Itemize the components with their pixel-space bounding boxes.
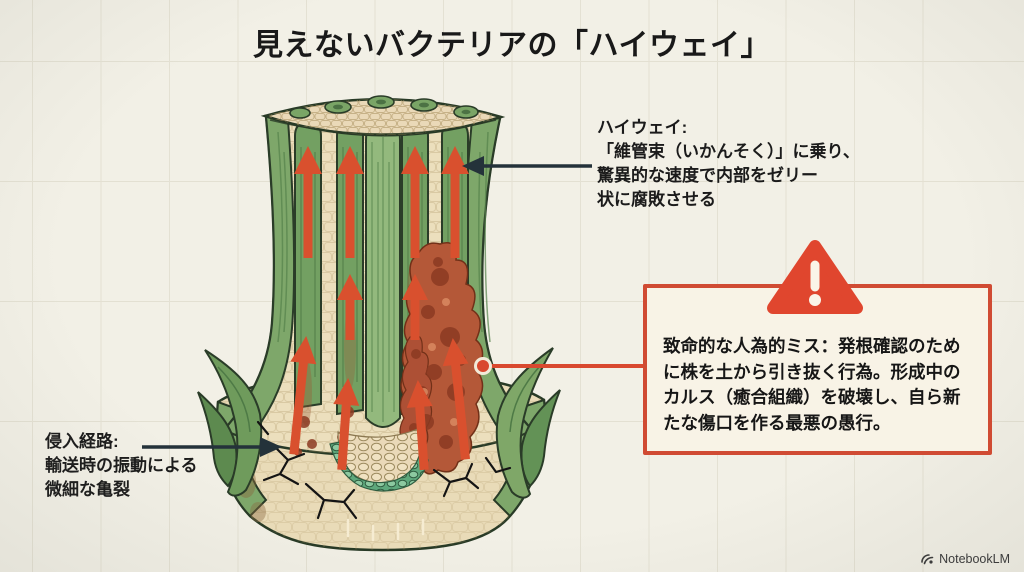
annotation-highway-heading: ハイウェイ: — [597, 118, 688, 137]
warning-text: 致命的な人為的ミス：発根確認のために株を土から引き抜く行為。形成中のカルス（癒合… — [663, 336, 961, 433]
annotation-entry-line: 微細な亀裂 — [45, 480, 130, 499]
footer-brand-label: NotebookLM — [939, 551, 1010, 566]
annotation-entry-heading: 侵入経路: — [45, 432, 119, 451]
cut-surface — [260, 95, 506, 137]
leaf-sheaths — [197, 347, 561, 499]
annotation-highway: ハイウェイ: 「維管束（いかんそく）」に乗り、 驚異的な速度で内部をゼリー 状に… — [597, 116, 860, 212]
notebooklm-logo-icon — [921, 554, 934, 565]
bacteria-flow-arrows — [289, 146, 471, 471]
annotation-highway-line: 驚異的な速度で内部をゼリー — [597, 166, 818, 185]
page-title: 見えないバクテリアの「ハイウェイ」 — [253, 29, 771, 62]
warning-triangle-icon — [767, 240, 863, 314]
annotation-entry-line: 輸送時の振動による — [45, 456, 198, 475]
stem-cross-section-illustration — [197, 95, 561, 552]
annotation-entry-route: 侵入経路: 輸送時の振動による 微細な亀裂 — [45, 430, 198, 502]
annotation-highway-line: 「維管束（いかんそく）」に乗り、 — [597, 142, 860, 161]
callus-tissue — [329, 427, 429, 492]
footer-brand: NotebookLM — [920, 551, 1010, 566]
annotation-highway-line: 状に腐敗させる — [597, 190, 716, 209]
